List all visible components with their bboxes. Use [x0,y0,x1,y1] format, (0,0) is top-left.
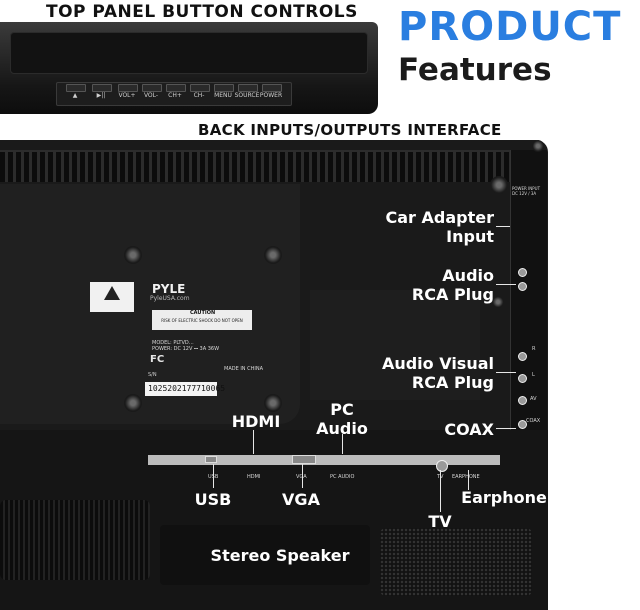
top-button-8 [238,84,258,92]
stand-foot [160,525,370,585]
top-button-label-source: SOURCE [234,92,260,99]
vga-port [292,455,316,464]
callout-audio-rca-line2: RCA Plug [411,285,494,304]
usb-port [205,456,217,463]
top-button-6 [190,84,210,92]
bottom-port-strip [148,455,500,465]
vent-grille [0,150,512,182]
corner-screw-1 [490,176,508,194]
audio-visual-line [496,372,516,373]
callout-pc-audio: PC Audio [312,400,372,438]
port-label-hdmi: HDMI [247,474,261,480]
port-label-pc-audio: PC AUDIO [330,474,355,480]
right-speaker-grille [380,528,532,596]
port-label-l: L [532,372,535,378]
top-button-label-vol-down: VOL- [143,92,159,99]
callout-coax: COAX [444,420,494,439]
top-button-9 [262,84,282,92]
features-heading: Features [398,52,552,88]
callout-audio-rca-line1: Audio [442,266,494,285]
port-label-r: R [532,346,536,352]
mount-screw-4 [264,394,282,412]
sn-label: S/N [148,372,157,378]
port-label-vga: VGA [296,474,307,480]
callout-tv: TV [428,512,452,531]
corner-screw-3 [492,296,504,308]
top-button-label-play: ▶|| [96,92,106,99]
tv-line [440,470,441,512]
av-rca-r [518,352,527,361]
port-label-coax: COAX [526,418,541,424]
made-in-text: MADE IN CHINA [224,366,264,372]
top-button-label-power: POWER [259,92,283,99]
callout-stereo-speaker: Stereo Speaker [210,546,350,565]
top-button-3 [118,84,138,92]
callout-car-adapter-line2: Input [446,227,494,246]
callout-car-adapter-line1: Car Adapter [385,208,494,227]
serial-sticker [145,382,217,396]
callout-car-adapter: Car Adapter Input [360,208,494,246]
caution-box [152,310,252,330]
mount-screw-2 [264,246,282,264]
top-panel-heading: TOP PANEL BUTTON CONTROLS [46,2,358,22]
callout-earphone: Earphone [461,488,547,507]
warning-triangle-icon [104,286,120,300]
audio-rca-l [518,268,527,277]
callout-pc-audio-line1: PC [330,400,354,419]
callout-vga: VGA [282,490,320,509]
callout-usb: USB [194,490,232,509]
port-label-power-input: POWER INPUT DC 12V / 3A [512,186,541,196]
callout-hdmi: HDMI [231,412,281,431]
corner-screw-2 [532,140,544,152]
hdmi-line [253,430,254,454]
coax-port [518,420,527,429]
caution-title: CAUTION [190,310,216,316]
mount-screw-1 [124,246,142,264]
brand-url: PyleUSA.com [150,295,190,302]
av-rca-video [518,396,527,405]
middle-recess [310,290,480,400]
product-heading: PRODUCT [398,4,622,50]
model-text: MODEL: PLTVD… [152,340,194,346]
mount-screw-3 [124,394,142,412]
caution-subtitle: RISK OF ELECTRIC SHOCK DO NOT OPEN [161,318,243,323]
callout-audio-visual-line1: Audio Visual [381,354,494,373]
vga-line [302,464,303,488]
car-adapter-line [496,226,510,227]
callout-pc-audio-line2: Audio [316,419,368,438]
top-button-label-vol-up: VOL+ [118,92,136,99]
av-rca-l [518,374,527,383]
power-rating-text: POWER: DC 12V ⎓ 3A 36W [152,346,220,352]
top-button-7 [214,84,234,92]
callout-audio-visual-line2: RCA Plug [411,373,494,392]
top-button-label-menu: MENU [214,92,232,99]
fc-mark: FC [150,354,165,365]
earphone-line [468,470,469,490]
audio-rca-line [496,284,516,285]
top-button-5 [166,84,186,92]
brand-logo-text: PYLE [152,282,186,296]
top-button-1 [66,84,86,92]
left-speaker-grille [0,500,150,580]
back-panel-heading: BACK INPUTS/OUTPUTS INTERFACE [198,121,502,139]
top-button-label-ch-down: CH- [193,92,205,99]
audio-rca-r [518,282,527,291]
port-label-av: AV [530,396,537,402]
top-button-label-up: ▲ [72,92,78,99]
pc-audio-line [342,434,343,454]
serial-number: 1025202177710065 [148,384,226,393]
top-panel-face [10,32,368,74]
callout-audio-rca: Audio RCA Plug [380,266,494,304]
port-label-earphone: EARPHONE [452,474,480,480]
top-button-2 [92,84,112,92]
side-io-panel [510,150,547,440]
callout-audio-visual: Audio Visual RCA Plug [360,354,494,392]
coax-line [496,428,516,429]
top-button-4 [142,84,162,92]
tv-antenna-port [436,460,448,472]
usb-line [213,464,214,488]
top-button-label-ch-up: CH+ [168,92,182,99]
